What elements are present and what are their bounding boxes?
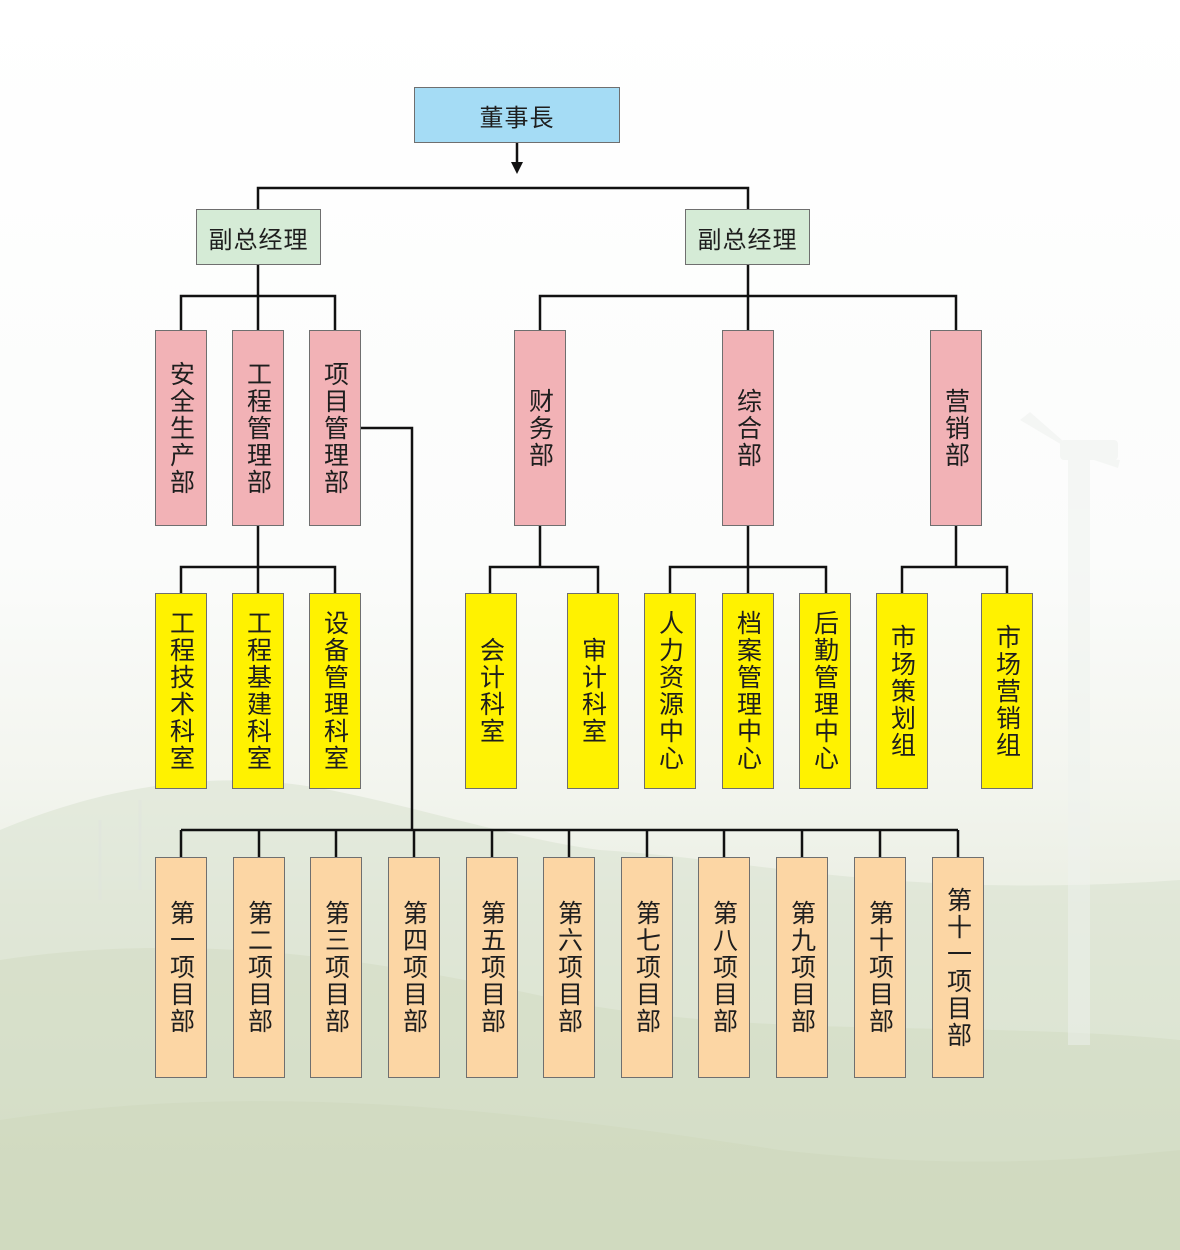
project-dept-10: 第十项目部 [854,857,906,1078]
dept-marketing-label: 营销部 [941,387,971,469]
hill-near [0,1101,1180,1250]
section-eng-tech-label: 工程技术科室 [166,610,196,772]
section-accounting-label: 会计科室 [476,637,506,745]
project-dept-label: 第九项目部 [787,900,817,1035]
project-dept-label: 第一项目部 [166,900,196,1035]
vp-right-label: 副总经理 [697,225,798,254]
project-dept-4: 第四项目部 [388,857,440,1078]
project-dept-label: 第十项目部 [865,900,895,1035]
wind-turbine-icon [1020,412,1120,1045]
project-dept-9: 第九项目部 [776,857,828,1078]
group-market-plan-label: 市场策划组 [887,623,917,759]
project-dept-label: 第十一项目部 [943,886,973,1049]
section-audit-label: 审计科室 [578,637,608,745]
project-dept-label: 第三项目部 [321,900,351,1035]
project-dept-1: 第一项目部 [155,857,207,1078]
section-accounting: 会计科室 [465,593,517,789]
project-dept-8: 第八项目部 [698,857,750,1078]
section-eng-infra-label: 工程基建科室 [243,610,273,772]
dept-general: 综合部 [722,330,774,526]
center-logistics: 后勤管理中心 [799,593,851,789]
chairman-box: 董事長 [414,87,620,143]
section-audit: 审计科室 [567,593,619,789]
dept-finance-label: 财务部 [525,387,555,469]
chairman-label: 董事長 [479,103,555,132]
project-dept-3: 第三项目部 [310,857,362,1078]
project-dept-5: 第五项目部 [466,857,518,1078]
vp-left-label: 副总经理 [208,225,309,254]
center-archives-label: 档案管理中心 [733,610,763,772]
project-dept-label: 第七项目部 [632,900,662,1035]
section-eng-tech: 工程技术科室 [155,593,207,789]
center-archives: 档案管理中心 [722,593,774,789]
project-dept-7: 第七项目部 [621,857,673,1078]
project-dept-label: 第六项目部 [554,900,584,1035]
project-dept-label: 第八项目部 [709,900,739,1035]
group-market-sales-label: 市场营销组 [992,623,1022,759]
section-eng-infra: 工程基建科室 [232,593,284,789]
group-market-plan: 市场策划组 [876,593,928,789]
small-turbines-icon [98,800,142,900]
dept-safety-label: 安全生产部 [166,360,196,496]
project-dept-label: 第二项目部 [244,900,274,1035]
section-equipment: 设备管理科室 [309,593,361,789]
dept-marketing: 营销部 [930,330,982,526]
dept-project-label: 项目管理部 [320,360,350,496]
vp-right-box: 副总经理 [685,209,810,265]
project-dept-2: 第二项目部 [233,857,285,1078]
project-dept-label: 第四项目部 [399,900,429,1035]
project-dept-11: 第十一项目部 [932,857,984,1078]
group-market-sales: 市场营销组 [981,593,1033,789]
center-hr-label: 人力资源中心 [655,610,685,772]
center-hr: 人力资源中心 [644,593,696,789]
dept-safety: 安全生产部 [155,330,207,526]
dept-project: 项目管理部 [309,330,361,526]
dept-engineering-label: 工程管理部 [243,360,273,496]
project-dept-label: 第五项目部 [477,900,507,1035]
section-equipment-label: 设备管理科室 [320,610,350,772]
center-logistics-label: 后勤管理中心 [810,610,840,772]
vp-left-box: 副总经理 [196,209,321,265]
dept-general-label: 综合部 [733,387,763,469]
dept-engineering: 工程管理部 [232,330,284,526]
dept-finance: 财务部 [514,330,566,526]
project-dept-6: 第六项目部 [543,857,595,1078]
